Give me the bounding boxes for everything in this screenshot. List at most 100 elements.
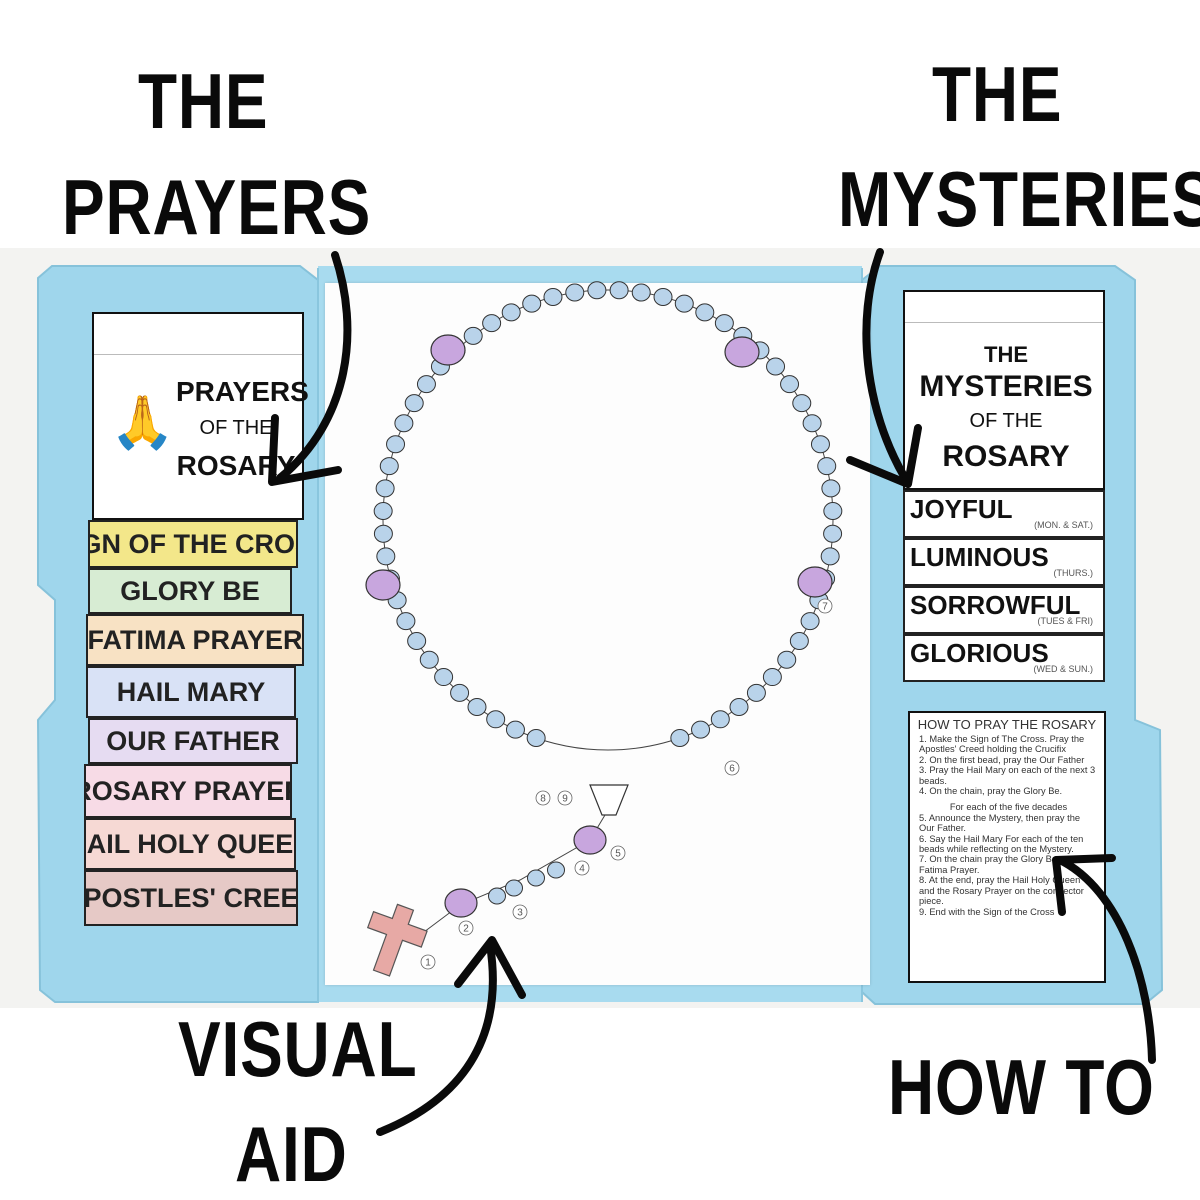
- tab-our-father[interactable]: OUR FATHER: [88, 718, 298, 764]
- how-to-title: HOW TO PRAY THE ROSARY: [917, 717, 1097, 732]
- rosary-bead: [691, 720, 711, 739]
- bead-number-circle: [458, 920, 474, 936]
- rosary-bead: [373, 524, 393, 543]
- rosary-bead: [789, 632, 809, 651]
- label-the-mysteries-1: THE: [932, 50, 1063, 138]
- rosary-bead: [631, 283, 651, 302]
- label-the-prayers-2: PRAYERS: [62, 163, 372, 251]
- bead-number: 2: [463, 924, 469, 935]
- rosary-bead: [810, 435, 830, 454]
- rosary-bead: [450, 683, 470, 702]
- rosary-bead: [817, 457, 837, 476]
- prayers-card: 🙏 PRAYERS OF THE ROSARY: [92, 312, 309, 520]
- tab-sorrowful[interactable]: SORROWFUL (TUES & FRI): [903, 586, 1105, 634]
- rosary-bead: [565, 283, 585, 302]
- tab-sign-of-the-cross[interactable]: SIGN OF THE CROSS: [88, 520, 298, 568]
- rosary-bead: [373, 502, 393, 521]
- tab-apostles-creed[interactable]: APOSTLES' CREED: [84, 870, 298, 926]
- rosary-bead: [820, 547, 840, 566]
- crucifix-icon: [366, 903, 428, 977]
- rosary-bead: [714, 314, 734, 333]
- bead-number: 8: [540, 794, 546, 805]
- how-to-step: 5. Announce the Mystery, then pray the O…: [919, 812, 1081, 834]
- arrowhead-icon: [454, 936, 526, 999]
- arrow-to-mysteries: [862, 248, 909, 482]
- arrow-to-how-to: [1056, 856, 1156, 1064]
- how-to-step: 2. On the first bead, pray the Our Fathe…: [919, 754, 1085, 765]
- rosary-large-bead: [724, 336, 760, 368]
- how-to-subtitle: For each of the five decades: [949, 802, 1068, 813]
- mystery-name: GLORIOUS: [910, 638, 1049, 668]
- rosary-bead: [821, 479, 841, 498]
- rosary-bead: [526, 728, 546, 747]
- rosary-bead: [527, 869, 545, 887]
- label-visual-aid-2: AID: [235, 1110, 348, 1198]
- rosary-bead: [379, 457, 399, 476]
- bead-number: 5: [615, 849, 621, 860]
- bead-number-circle: [574, 860, 590, 876]
- rosary-bead: [463, 326, 483, 345]
- tab-hail-mary[interactable]: HAIL MARY: [86, 666, 296, 718]
- rosary-bead: [670, 728, 690, 747]
- mystery-days: (TUES & FRI): [1037, 616, 1094, 626]
- how-to-step: 7. On the chain pray the Glory Be and th…: [919, 854, 1091, 875]
- rosary-large-bead: [573, 825, 607, 855]
- rosary-large-bead: [797, 566, 833, 598]
- bead-number: 3: [517, 908, 523, 919]
- rosary-bead: [800, 612, 820, 631]
- how-to-step: 4. On the chain, pray the Glory Be.: [919, 786, 1063, 797]
- prayers-card-title-1: PRAYERS: [176, 376, 309, 407]
- rosary-large-bead: [365, 569, 401, 601]
- rosary-bead: [407, 632, 427, 651]
- label-how-to: HOW TO: [888, 1043, 1155, 1131]
- rosary-bead: [394, 414, 414, 433]
- label-the-prayers-1: THE: [138, 57, 269, 145]
- arrowhead-icon: [268, 414, 342, 486]
- tab-luminous[interactable]: LUMINOUS (THURS.): [903, 538, 1105, 586]
- tab-glory-be[interactable]: GLORY BE: [88, 568, 292, 614]
- rosary-bead: [777, 650, 797, 669]
- rosary-large-bead: [430, 334, 466, 366]
- tab-rosary-prayer[interactable]: ROSARY PRAYER: [84, 764, 292, 818]
- mystery-days: (WED & SUN.): [1033, 664, 1094, 674]
- rosary-bead: [792, 394, 812, 413]
- rosary-bead: [396, 612, 416, 631]
- tab-glorious[interactable]: GLORIOUS (WED & SUN.): [903, 634, 1105, 682]
- rosary-bead: [766, 357, 786, 376]
- rosary-bead: [587, 281, 607, 300]
- rosary-connector: [589, 784, 629, 816]
- bead-number: 9: [562, 794, 568, 805]
- rosary-bead: [376, 547, 396, 566]
- rosary-bead: [505, 720, 525, 739]
- mysteries-card: THE MYSTERIES OF THE ROSARY: [903, 290, 1105, 490]
- bead-number-circle: [817, 598, 833, 614]
- rosary-bead: [823, 524, 843, 543]
- tab-fatima-prayer[interactable]: FATIMA PRAYER: [86, 614, 304, 666]
- tab-hail-holy-queen[interactable]: HAIL HOLY QUEEN: [84, 818, 296, 870]
- bead-number-circle: [420, 954, 436, 970]
- rosary-bead: [404, 394, 424, 413]
- how-to-steps: 1. Make the Sign of The Cross. Pray the …: [919, 734, 1098, 917]
- bead-number: 6: [729, 764, 735, 775]
- mystery-name: LUMINOUS: [910, 542, 1049, 572]
- rosary-bead: [434, 668, 454, 687]
- bead-number-circle: [724, 760, 740, 776]
- arrowhead-icon: [846, 424, 922, 488]
- bead-number: 1: [425, 958, 431, 969]
- prayers-card-title-2: OF THE: [199, 417, 273, 439]
- rosary-large-bead: [444, 888, 478, 918]
- how-to-step: 1. Make the Sign of The Cross. Pray the …: [919, 734, 1085, 755]
- card-fold-line: [905, 322, 1103, 323]
- mysteries-card-title-1: THE: [984, 342, 1028, 367]
- mysteries-card-title-2: MYSTERIES: [919, 370, 1093, 403]
- rosary-bead: [746, 683, 766, 702]
- rosary-bead: [729, 697, 749, 716]
- rosary-bead: [710, 710, 730, 729]
- rosary-bead: [762, 668, 782, 687]
- rosary-bead: [823, 502, 843, 521]
- mystery-name: JOYFUL: [910, 494, 1013, 524]
- tab-joyful[interactable]: JOYFUL (MON. & SAT.): [903, 490, 1105, 538]
- how-to-step: 9. End with the Sign of the Cross: [919, 906, 1055, 917]
- arrow-to-visual-aid: [376, 941, 497, 1136]
